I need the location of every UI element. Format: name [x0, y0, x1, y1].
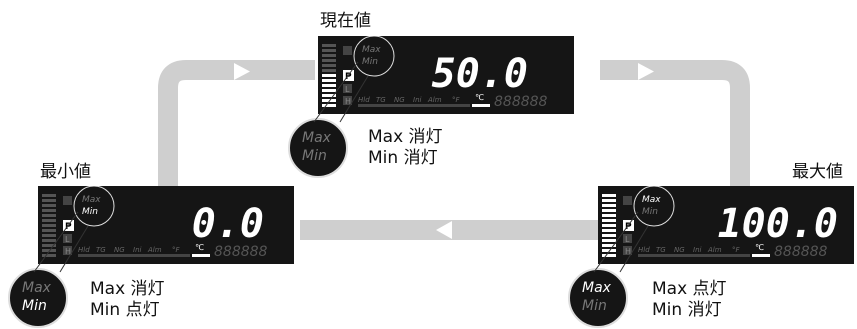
svg-text:TG: TG — [376, 96, 386, 104]
right-zoom-ring — [633, 185, 675, 227]
svg-text:NG: NG — [114, 246, 125, 254]
center-zoom-circle: Max Min — [288, 118, 348, 178]
svg-text:TG: TG — [656, 246, 666, 254]
center-indicator-row: Hld TG NG Ini Alm °F — [358, 96, 461, 104]
left-note-line1: Max 消灯 — [90, 279, 165, 299]
left-zoom-ring — [73, 185, 115, 227]
left-max-label: Max — [82, 195, 101, 205]
right-note: Max 点灯 Min 消灯 — [652, 279, 727, 321]
left-display-panel: P L H Max Min 0.0 Hld TG NG Ini Alm °F ℃… — [38, 185, 294, 264]
center-unit: ℃ — [475, 93, 484, 102]
right-zoom-lines — [593, 211, 649, 273]
left-title: 最小値 — [40, 162, 91, 182]
center-note: Max 消灯 Min 消灯 — [368, 127, 443, 169]
center-min-label: Min — [362, 57, 378, 67]
right-sub-digits: 888888 — [774, 244, 828, 260]
right-zoom-min: Min — [582, 298, 607, 314]
svg-text:Hld: Hld — [638, 246, 650, 254]
right-note-line1: Max 点灯 — [652, 279, 727, 299]
center-note-line1: Max 消灯 — [368, 127, 443, 147]
left-zoom-lines — [33, 211, 89, 273]
right-h-label: H — [625, 247, 631, 256]
right-reading: 100.0 — [718, 201, 838, 247]
svg-text:°F: °F — [452, 96, 461, 104]
svg-text:Alm: Alm — [707, 246, 722, 254]
right-zoom-circle: Max Min — [568, 268, 628, 328]
svg-text:°F: °F — [732, 246, 741, 254]
left-min-label: Min — [82, 207, 98, 217]
right-display: P L H Max Min 100.0 Hld TG NG Ini Alm °F… — [602, 185, 838, 260]
svg-text:Hld: Hld — [78, 246, 90, 254]
center-bargraph — [322, 44, 336, 107]
svg-text:Ini: Ini — [413, 96, 422, 104]
left-p-label: P — [65, 222, 72, 232]
left-l-label: L — [65, 235, 70, 244]
svg-text:NG: NG — [674, 246, 685, 254]
right-display-panel: P L H Max Min 100.0 Hld TG NG Ini Alm °F… — [598, 185, 854, 264]
center-sub-digits: 888888 — [494, 94, 548, 110]
right-unit: ℃ — [755, 243, 764, 252]
right-l-label: L — [625, 235, 630, 244]
svg-text:Alm: Alm — [147, 246, 162, 254]
left-unit: ℃ — [195, 243, 204, 252]
right-min-label: Min — [642, 207, 658, 217]
center-display: P L H Max Min 50.0 Hld TG NG Ini Alm °F … — [322, 35, 548, 110]
left-note: Max 消灯 Min 点灯 — [90, 279, 165, 321]
cycle-track-top — [158, 60, 750, 187]
left-display: P L H Max Min 0.0 Hld TG NG Ini Alm °F ℃… — [42, 185, 268, 260]
right-title: 最大値 — [792, 162, 843, 182]
left-sub-digits: 888888 — [214, 244, 268, 260]
svg-text:TG: TG — [96, 246, 106, 254]
center-zoom-max: Max — [302, 130, 331, 146]
center-zoom-lines — [313, 61, 369, 123]
svg-text:Ini: Ini — [133, 246, 142, 254]
center-h-label: H — [345, 97, 351, 106]
center-reading: 50.0 — [432, 51, 528, 97]
center-zoom-ring — [353, 35, 395, 77]
right-p-label: P — [625, 222, 632, 232]
right-max-label: Max — [642, 195, 661, 205]
right-bargraph — [602, 194, 616, 257]
svg-text:°F: °F — [172, 246, 181, 254]
left-zoom-min: Min — [22, 298, 47, 314]
svg-text:NG: NG — [394, 96, 405, 104]
center-note-line2: Min 消灯 — [368, 148, 438, 168]
right-zoom-max: Max — [582, 280, 611, 296]
left-bargraph — [42, 194, 56, 257]
left-zoom-max: Max — [22, 280, 51, 296]
left-indicator-row: Hld TG NG Ini Alm °F — [78, 246, 181, 254]
left-reading: 0.0 — [192, 201, 264, 247]
arrow-left-bottom-icon — [436, 221, 452, 239]
center-h-box — [343, 46, 352, 55]
svg-text:Alm: Alm — [427, 96, 442, 104]
right-indicator-row: Hld TG NG Ini Alm °F — [638, 246, 741, 254]
arrow-right-right-icon — [638, 63, 654, 80]
left-note-line2: Min 点灯 — [90, 300, 160, 320]
center-title: 現在値 — [320, 11, 371, 31]
left-h-label: H — [65, 247, 71, 256]
svg-text:Ini: Ini — [693, 246, 702, 254]
center-zoom-min: Min — [302, 148, 327, 164]
svg-text:Hld: Hld — [358, 96, 370, 104]
center-max-label: Max — [362, 45, 381, 55]
center-display-panel: P L H Max Min 50.0 Hld TG NG Ini Alm °F … — [318, 35, 574, 114]
left-zoom-circle: Max Min — [8, 268, 68, 328]
right-note-line2: Min 消灯 — [652, 300, 722, 320]
center-p-label: P — [345, 72, 352, 82]
center-l-label: L — [345, 85, 350, 94]
arrow-right-left-icon — [234, 63, 250, 80]
